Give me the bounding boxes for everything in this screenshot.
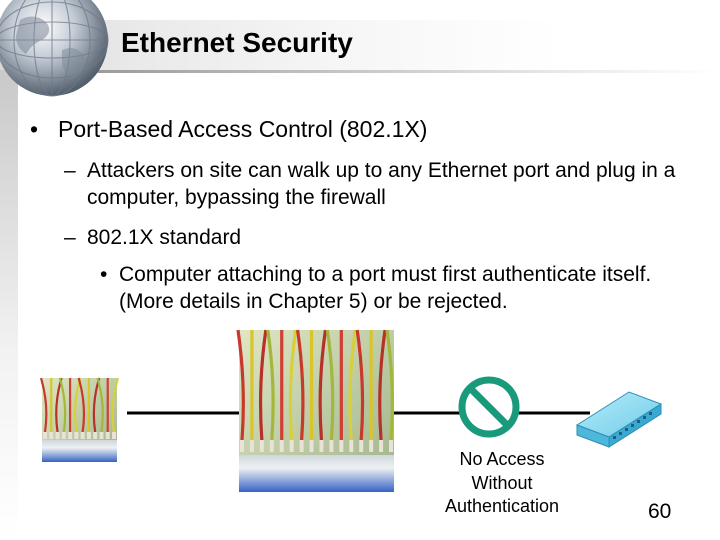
no-access-line: No Access <box>459 449 545 469</box>
cable-connector <box>68 432 73 439</box>
cable-connector <box>86 432 91 439</box>
bullet-marker: • <box>100 263 108 286</box>
cable-strand <box>318 329 328 441</box>
slide-title: Ethernet Security <box>121 27 353 58</box>
no-symbol-icon <box>458 376 520 438</box>
cable-connector <box>249 440 254 452</box>
cable-connector <box>299 440 304 452</box>
cable-connector <box>240 440 244 452</box>
cable-connector <box>379 440 384 452</box>
cable-connector <box>349 440 354 452</box>
cable-connector <box>99 432 104 439</box>
cable-connector <box>369 440 374 452</box>
header-rule <box>0 70 720 73</box>
ethernet-cables-icon <box>236 329 394 492</box>
cable-connector <box>105 432 110 439</box>
cable-connector <box>269 440 274 452</box>
cable-connector <box>309 440 314 452</box>
cable-strand <box>58 377 67 433</box>
cable-strand <box>39 377 48 433</box>
cable-strand <box>111 377 120 433</box>
cable-connector <box>259 440 264 452</box>
network-switch-icon <box>575 391 663 448</box>
cable-connector <box>359 440 364 452</box>
cable-strand <box>355 329 365 441</box>
no-access-line: Authentication <box>444 496 560 516</box>
no-access-line: Without <box>471 472 533 493</box>
cable-strand <box>236 329 245 441</box>
cable-strand <box>288 329 298 441</box>
dash-marker: – <box>64 159 76 182</box>
ethernet-cables-icon <box>39 377 120 462</box>
cable-strand <box>258 329 268 441</box>
cable-connector <box>49 432 54 439</box>
cable-connector <box>339 440 344 452</box>
cable-connector <box>43 432 47 439</box>
cable-strand <box>77 377 86 433</box>
sub-bullet-text: Attackers on site can walk up to any Eth… <box>87 159 676 209</box>
cable-strand <box>325 329 335 441</box>
cable-strand <box>96 377 104 433</box>
cable-strand <box>348 329 357 441</box>
sub-sub-bullet-text: Computer attaching to a port must first … <box>119 263 652 313</box>
cable-strand <box>378 329 387 441</box>
header-band <box>0 20 720 70</box>
cable-connector <box>93 432 98 439</box>
cable-connector <box>55 432 60 439</box>
page-number: 60 <box>648 500 672 523</box>
no-access-label: No Access Without Authentication <box>432 448 572 519</box>
cable-strand <box>296 329 305 441</box>
dash-marker: – <box>64 226 76 249</box>
cable-connector <box>61 432 66 439</box>
bullet-text: Port-Based Access Control (802.1X) <box>58 116 428 142</box>
cable-connector <box>319 440 324 452</box>
cable-connector <box>80 432 85 439</box>
left-edge-shade <box>0 70 18 540</box>
cable-connector <box>112 432 116 439</box>
cable-connector <box>279 440 284 452</box>
cable-connector <box>389 440 393 452</box>
cable-connector <box>329 440 334 452</box>
bullet-marker: • <box>30 116 39 142</box>
sub-bullet-text: 802.1X standard <box>87 226 242 249</box>
cable-connector <box>74 432 79 439</box>
cable-strand <box>266 329 275 441</box>
globe-icon <box>0 0 109 97</box>
cable-strand <box>385 329 394 441</box>
cable-connector <box>289 440 294 452</box>
